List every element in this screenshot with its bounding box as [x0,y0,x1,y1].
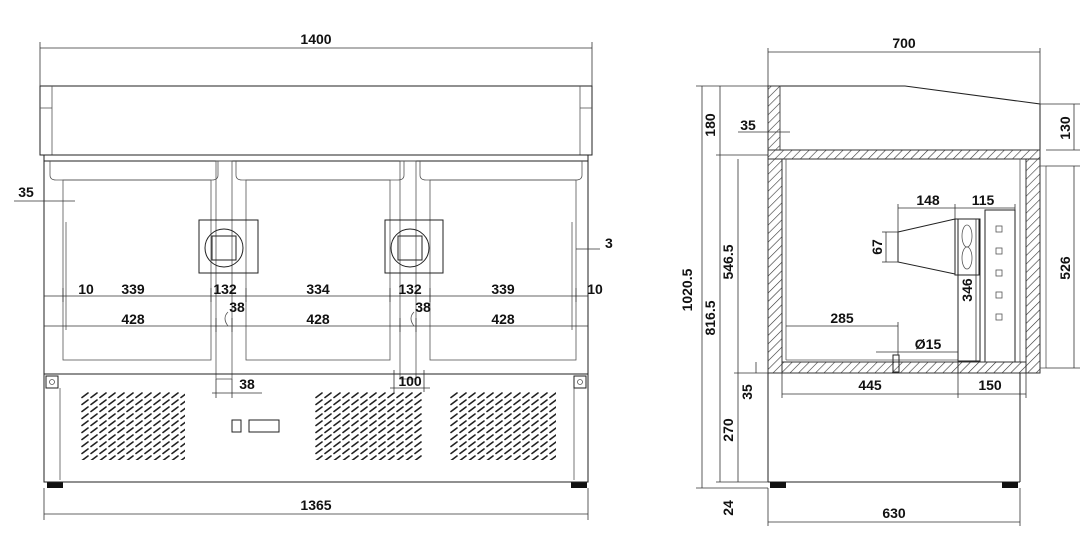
dim-base-width: 1365 [300,497,331,513]
dim-shelf-height: 346 [959,278,975,302]
dim-edge-left: 10 [78,281,94,297]
dim-top-height: 180 [702,113,718,137]
fan-panel-left [198,219,259,274]
dim-opening-right: 428 [491,311,515,327]
front-top-rail [43,154,589,162]
dim-foot-span: 630 [882,505,906,521]
dim-pan-center: 334 [306,281,330,297]
side-rear-wall [767,158,783,374]
control-display [248,419,280,433]
front-foot-left [47,482,63,488]
side-top-slab [767,149,1041,160]
front-view: 1400 35 3 10 339 132 334 132 339 10 428 … [14,31,613,520]
dim-overall-depth: 700 [892,35,916,51]
dim-door-height: 526 [1057,256,1073,280]
dim-overall-width: 1400 [300,31,331,47]
control-switch [231,419,242,433]
dim-post-right: 38 [415,299,431,315]
front-foot-right [571,482,587,488]
dim-column-foot: 100 [398,373,422,389]
dim-opening-left: 428 [121,311,145,327]
fan-panel-right [384,219,444,274]
dim-column-left: 132 [213,281,237,297]
dim-evap-side: 115 [972,192,995,208]
dim-foot-height: 24 [720,500,736,516]
dim-column-right: 132 [398,281,422,297]
dim-total-height: 1020.5 [679,268,695,311]
side-lid [767,85,1041,151]
dim-pan-right: 339 [491,281,515,297]
dim-opening-center: 428 [306,311,330,327]
side-foot-rear [770,482,786,488]
dim-lid-height: 130 [1057,116,1073,140]
side-foot-front [1002,482,1018,488]
dim-pan-left: 339 [121,281,145,297]
side-view: 700 1020.5 180 816.5 546.5 35 270 24 35 … [679,35,1080,526]
side-door [1025,158,1041,374]
dim-interior-depth: 285 [830,310,854,326]
dim-interior-height: 546.5 [720,244,736,279]
dim-drain: Ø15 [915,336,942,352]
front-lid [39,85,593,156]
dim-base-depth: 445 [858,377,882,393]
dim-glass-gap: 3 [605,235,613,251]
dim-post-foot: 38 [239,376,255,392]
grille-left [80,392,185,460]
dim-base-height: 270 [720,418,736,442]
grille-center [315,392,423,460]
dim-cabinet-height: 816.5 [702,300,718,335]
dim-post-left: 38 [229,299,245,315]
dim-evap-height: 67 [869,239,885,255]
dim-evap-depth: 148 [916,192,940,208]
dim-floor-thickness: 35 [739,384,755,400]
dim-top-offset: 35 [740,117,756,133]
side-base-panel [957,361,1027,374]
evaporator [897,218,956,275]
grille-right [450,392,556,460]
dim-edge-right: 10 [587,281,603,297]
side-floor [781,361,959,374]
dim-lid-offset: 35 [18,184,34,200]
dim-door-depth: 150 [978,377,1002,393]
front-cabinet-body [43,160,589,375]
